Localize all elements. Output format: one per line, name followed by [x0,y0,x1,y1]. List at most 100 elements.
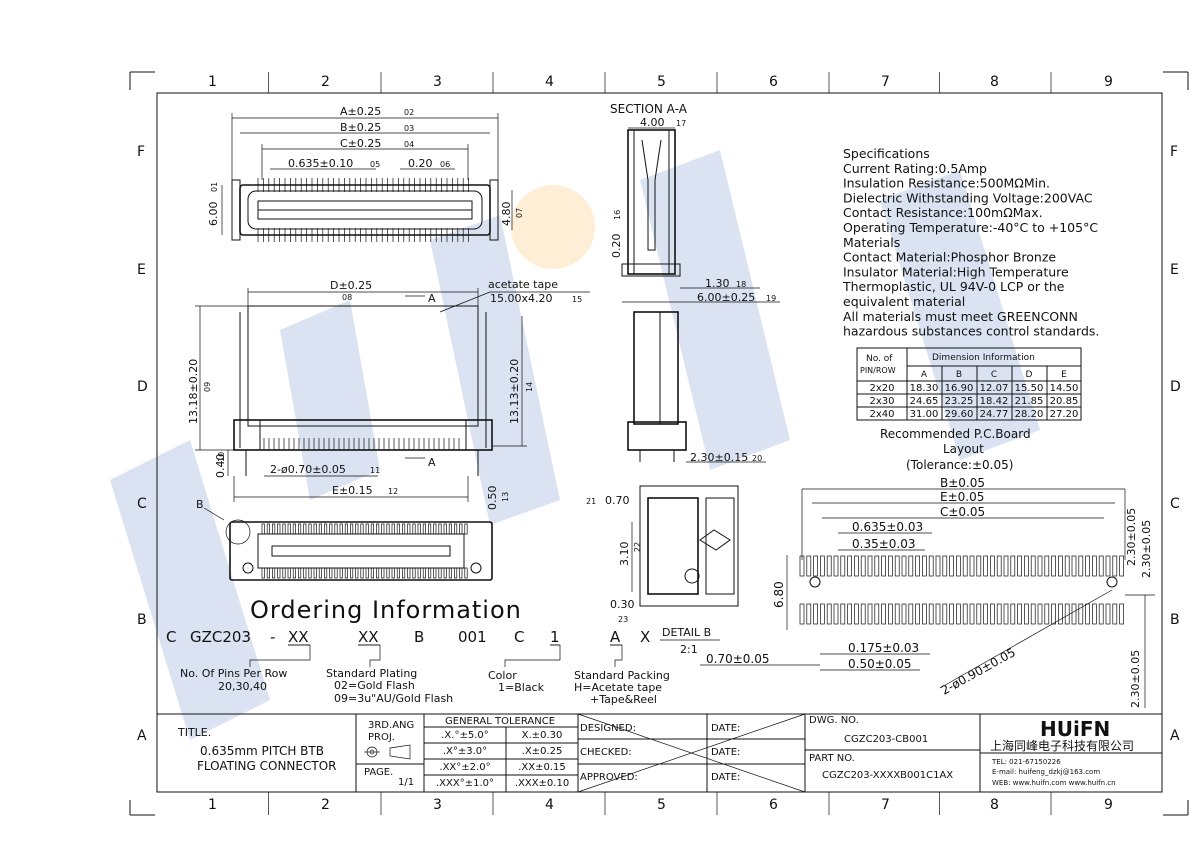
projection-label-1: 3RD.ANG [368,720,414,731]
bottom-pin-lower [266,567,270,579]
bottom-pin-lower [407,567,411,579]
bottom-pin-upper [313,523,317,535]
pcb-pad-upper [1058,555,1063,577]
spec-line: Thermoplastic, UL 94V-0 LCP or the [842,279,1065,294]
tolerance-linear: .X±0.25 [522,746,563,757]
section-foot-dim: 1.30 [705,277,730,290]
detail-height: 3.10 [618,542,631,567]
page-value: 1/1 [398,777,414,788]
dim-holes: 2-ø0.70±0.05 [270,463,346,476]
bottom-pin-lower [422,567,426,579]
pcb-pad-lower [1003,603,1009,625]
pcb-pad-upper [922,555,927,577]
table-cell: 24.77 [980,409,1009,420]
spec-line: Operating Temperature:-40°C to +105°C [843,220,1098,235]
border-frame [129,71,1189,816]
bottom-pin-upper [355,523,359,535]
pcb-pad-upper [847,555,852,577]
bottom-pin-upper [318,523,322,535]
zone-col-bottom-2: 2 [321,797,330,813]
tolerance-linear: .XX±0.15 [518,762,566,773]
dim-height-13-18: 13.18±0.20 [187,359,200,424]
detail-gap-callout: 21 [586,497,596,506]
pcb-pad-lower [799,603,805,625]
date-label-2: DATE: [711,747,740,758]
order-code-part: C [514,628,524,646]
pcb-pad-lower [962,603,968,625]
detail-pad-callout: 23 [618,615,628,624]
pcb-pad-lower [894,603,900,625]
bottom-pin-lower [282,567,286,579]
pcb-pad-upper [942,555,948,577]
section-mark-bottom: A [428,456,436,469]
table-col-header: E [1061,370,1067,380]
company-tel: TEL: 021-67150226 [991,758,1061,766]
order-color-label: Color [488,669,517,682]
bottom-pin-lower [350,567,354,579]
pcb-pad-upper [1024,555,1029,577]
side-view-tape [633,311,679,425]
pcb-pad-lower [881,603,886,625]
pcb-pad-upper [969,555,975,577]
watermark-glyph-4 [640,150,790,470]
pcb-pad-lower [949,603,954,625]
table-col-header: D [1026,370,1033,380]
bottom-pin-lower [303,567,307,579]
order-pins-label: No. Of Pins Per Row [180,667,287,680]
bottom-pin-lower [396,567,400,579]
zone-row-left-D: D [137,379,148,395]
table-col-header: A [921,370,928,380]
tape-size: 15.00x4.20 [490,292,553,305]
pcb-gap: 0.70±0.05 [706,652,770,666]
pcb-right-dim-1: 2.30±0.05 [1125,508,1138,566]
pcb-pad-upper [888,555,893,577]
pcb-pad-lower [888,603,893,625]
section-housing [627,129,676,275]
bottom-pin-lower [448,567,452,579]
pcb-pad-lower [908,603,914,625]
pcb-pad-upper [901,555,907,577]
dim-height-left: 6.00 [207,202,220,227]
bottom-pin-upper [324,523,328,535]
pcb-pad-lower [1098,603,1104,625]
dim-height-13-18-callout: 09 [203,382,212,392]
watermark-glyph-5 [880,170,1040,460]
table-cell: 27.20 [1050,409,1079,420]
pcb-height: 6.80 [772,581,786,608]
pcb-pad-lower [820,603,825,625]
bottom-pin-lower [344,567,348,579]
order-plating-label: Standard Plating [326,667,417,680]
bottom-pin-upper [303,523,307,535]
zone-col-bottom-3: 3 [433,797,442,813]
section-wall-callout: 16 [613,210,622,220]
order-code-part: X [640,628,650,646]
pcb-pad-lower [901,603,907,625]
spec-line: All materials must meet GREENCONN [843,309,1078,324]
pcb-pad-lower [847,603,852,625]
watermark-glyph-1 [110,440,270,740]
pcb-pitch: 0.635±0.03 [852,520,923,534]
zone-row-right-F: F [1170,144,1178,160]
bottom-pin-upper [438,523,442,535]
dim-height-right-callout: 07 [515,208,524,218]
page-label: PAGE. [364,767,393,778]
pcb-pad-lower [867,603,873,625]
section-title: SECTION A-A [610,102,688,116]
top-view: A±0.25 02 B±0.25 03 C±0.25 04 0.635±0.10… [207,105,524,242]
company-logo: HUiFN [1040,717,1110,741]
bottom-pin-upper [339,523,343,535]
bottom-pin-lower [417,567,421,579]
side-view-lead-callout: 20 [752,454,762,463]
section-width: 4.00 [640,116,665,129]
bottom-pin-lower [454,567,458,579]
inner-border [156,92,1163,793]
table-row-label: 2x30 [869,396,894,407]
detail-body [647,497,699,595]
order-code-part: 1 [550,628,560,646]
pcb-pad-lower [935,603,941,625]
